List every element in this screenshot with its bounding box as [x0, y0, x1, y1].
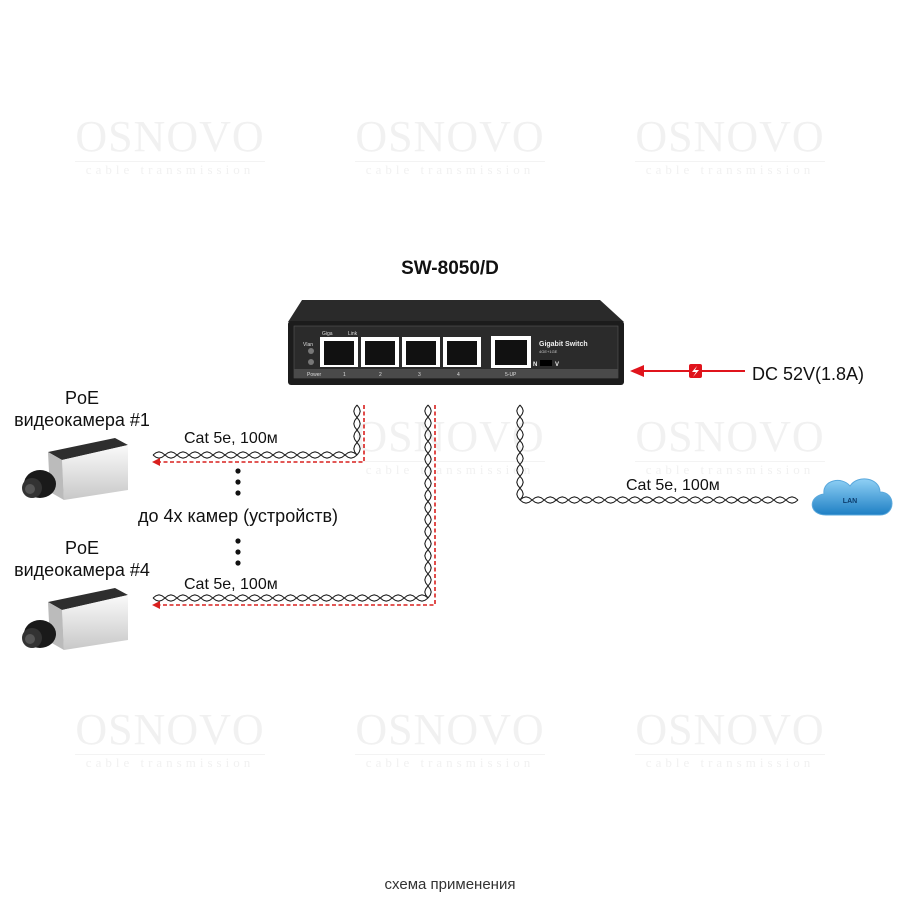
max-cameras-note: до 4х камер (устройств)	[137, 506, 339, 526]
camera-icon-4	[22, 588, 128, 650]
ellipsis-dots-bottom	[235, 538, 241, 566]
poe-arrow-camera-1	[152, 458, 160, 466]
product-name: Gigabit Switch	[539, 341, 588, 348]
cable-uplink-vertical	[516, 404, 524, 501]
port-label-2: 2	[379, 372, 382, 378]
switch-v-label: V	[555, 362, 559, 368]
camera-4-name: видеокамера #4	[14, 560, 150, 580]
cable-camera-4-vertical	[424, 404, 432, 599]
camera-4-type: PoE	[64, 538, 100, 558]
camera-4-label: PoE видеокамера #4	[2, 537, 162, 581]
device-model-title: SW-8050/D	[401, 258, 499, 279]
rj45-port-uplink	[491, 336, 531, 368]
poe-arrow-camera-4	[152, 601, 160, 609]
ellipsis-dots-top	[235, 468, 241, 496]
cable-label-uplink: Cat 5e, 100м	[626, 477, 720, 494]
cable-camera-1-horizontal	[152, 451, 358, 459]
cable-camera-1-vertical	[353, 404, 361, 456]
cable-camera-4-horizontal	[152, 594, 429, 602]
rj45-port-1	[320, 337, 358, 367]
link-label: Link	[348, 331, 358, 337]
lan-label: LAN	[843, 498, 857, 505]
port-label-uplink: 5-UP	[505, 372, 517, 378]
vlan-label: Vlan	[303, 342, 313, 348]
product-spec: 4GE+1GE	[539, 349, 558, 354]
port-label-4: 4	[457, 372, 460, 378]
power-arrow	[630, 364, 745, 378]
giga-label: Giga	[322, 331, 333, 337]
caption: схема применения	[384, 876, 516, 893]
camera-1-type: PoE	[64, 388, 100, 408]
cable-label-camera-1: Cat 5e, 100м	[184, 430, 278, 447]
rj45-port-3	[402, 337, 440, 367]
camera-1-name: видеокамера #1	[14, 410, 150, 430]
cable-uplink-horizontal	[519, 496, 799, 504]
port-label-1: 1	[343, 372, 346, 378]
power-label: Power	[307, 372, 322, 378]
switch-device: Vlan Giga Link Power 1 2 3 4 5-UP Gigabi…	[288, 300, 624, 385]
camera-icon-1	[22, 438, 128, 500]
cable-camera-4-horizontal	[152, 594, 429, 602]
rj45-port-4	[443, 337, 481, 367]
camera-1-label: PoE видеокамера #1	[2, 387, 162, 431]
rj45-port-2	[361, 337, 399, 367]
cables	[152, 404, 799, 609]
port-label-3: 3	[418, 372, 421, 378]
cable-label-camera-4: Cat 5e, 100м	[184, 576, 278, 593]
cable-camera-1-horizontal	[152, 451, 358, 459]
power-spec-label: DC 52V(1.8A)	[752, 364, 865, 384]
poe-path-camera-4	[160, 405, 436, 606]
switch-n-label: N	[533, 362, 537, 368]
cable-uplink-horizontal	[519, 496, 799, 504]
lan-cloud-icon: LAN	[811, 478, 893, 516]
